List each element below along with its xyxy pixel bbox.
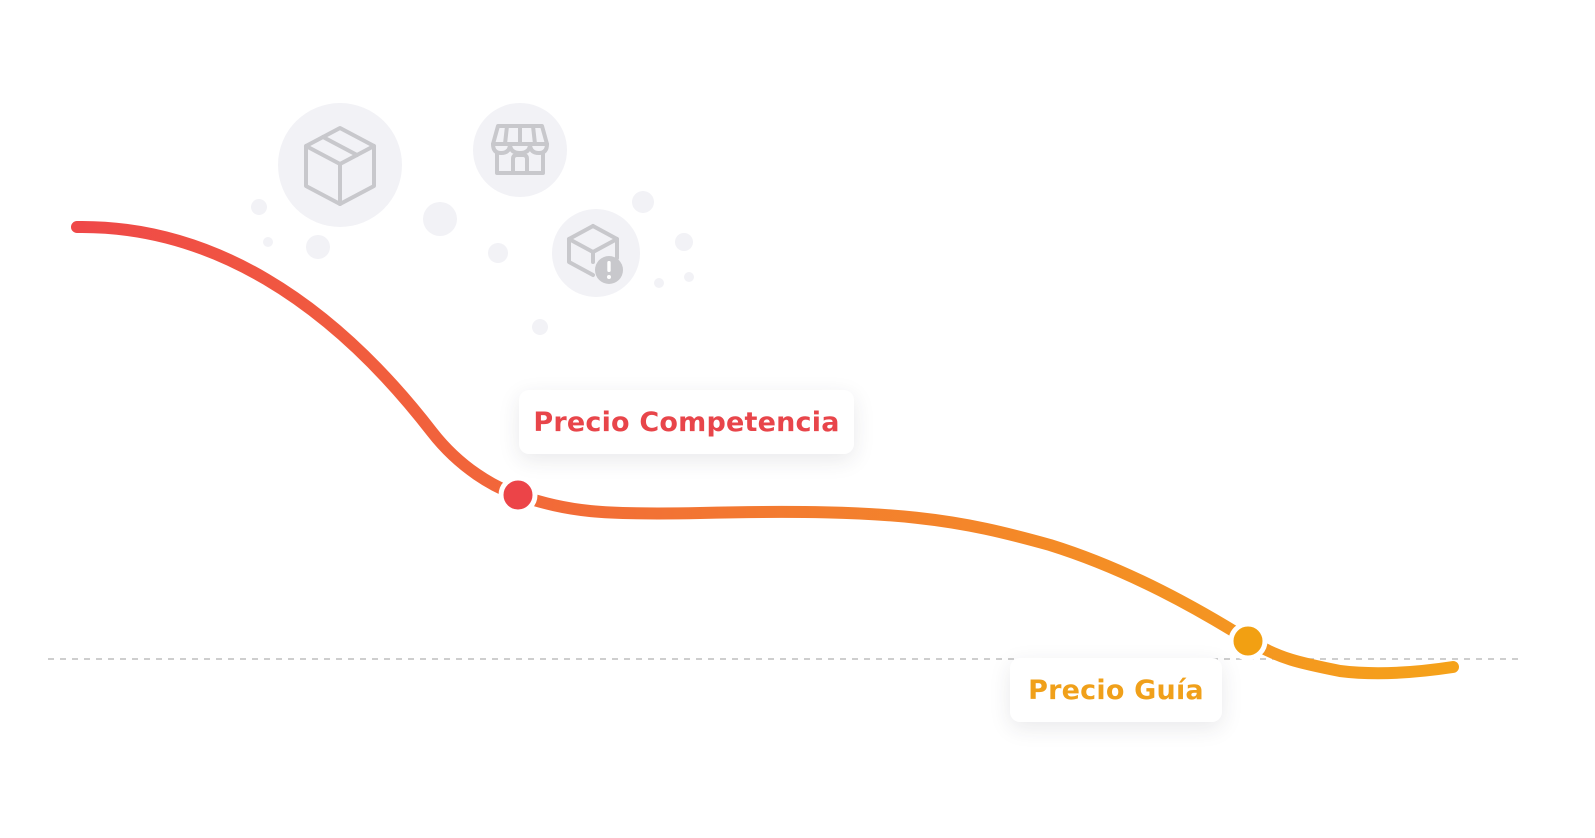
dot bbox=[488, 243, 508, 263]
store-icon bbox=[491, 124, 549, 175]
dot bbox=[306, 235, 330, 259]
guia-marker bbox=[1228, 621, 1268, 661]
dot bbox=[675, 233, 693, 251]
dot bbox=[632, 191, 654, 213]
dot bbox=[684, 272, 694, 282]
competencia-label-card: Precio Competencia bbox=[519, 390, 854, 454]
price-curve bbox=[71, 220, 1459, 680]
decorative-dots bbox=[251, 191, 694, 335]
guia-label: Precio Guía bbox=[1028, 674, 1204, 706]
store-icon-bubble bbox=[473, 103, 567, 197]
dot bbox=[654, 278, 664, 288]
guia-label-card: Precio Guía bbox=[1010, 658, 1222, 722]
competencia-marker bbox=[498, 475, 538, 515]
competencia-label: Precio Competencia bbox=[533, 406, 840, 438]
box-icon-bubble bbox=[278, 103, 402, 227]
dot bbox=[251, 199, 267, 215]
dot bbox=[423, 202, 457, 236]
dot bbox=[532, 319, 548, 335]
box-icon bbox=[304, 126, 376, 206]
box-alert-icon-bubble bbox=[552, 209, 640, 297]
box-alert-icon bbox=[567, 224, 623, 284]
dot bbox=[263, 237, 273, 247]
